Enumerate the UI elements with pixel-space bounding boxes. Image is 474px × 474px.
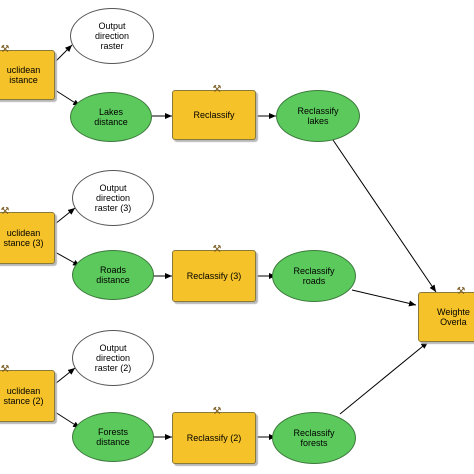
node-label: Roads distance: [96, 265, 130, 285]
weighted-overlay-tool[interactable]: ⚒ Weighte Overla: [418, 286, 474, 342]
output-direction-raster-1[interactable]: Output direction raster: [70, 8, 154, 64]
hammer-icon: ⚒: [0, 364, 10, 375]
edge-rroads-weighted: [351, 289, 417, 307]
node-label: uclidean stance (3): [3, 228, 44, 248]
node-label: Output direction raster (2): [94, 343, 132, 373]
node-label: Reclassify roads: [293, 266, 335, 286]
roads-distance-data[interactable]: Roads distance: [72, 250, 154, 300]
reclassify-lakes-data[interactable]: Reclassify lakes: [276, 90, 360, 142]
node-label: Forests distance: [96, 427, 130, 447]
node-label: Lakes distance: [94, 107, 128, 127]
euclidean-distance-tool-1[interactable]: ⚒ uclidean istance: [0, 44, 55, 100]
node-label: uclidean stance (2): [3, 386, 44, 406]
hammer-icon: ⚒: [0, 44, 10, 55]
reclassify-tool-1[interactable]: ⚒ Reclassify: [172, 84, 256, 140]
output-direction-raster-2[interactable]: Output direction raster (2): [72, 330, 154, 386]
node-label: Weighte Overla: [437, 307, 470, 327]
node-label: Reclassify: [193, 110, 235, 120]
reclassify-forests-data[interactable]: Reclassify forests: [272, 412, 356, 464]
reclassify-roads-data[interactable]: Reclassify roads: [272, 250, 356, 302]
node-label: Reclassify (3): [186, 271, 242, 281]
node-label: Reclassify (2): [186, 433, 242, 443]
node-label: Reclassify forests: [293, 428, 335, 448]
edge-euc3-out3: [54, 367, 76, 385]
reclassify-tool-2[interactable]: ⚒ Reclassify (2): [172, 406, 256, 464]
output-direction-raster-3[interactable]: Output direction raster (3): [72, 170, 154, 226]
lakes-distance-data[interactable]: Lakes distance: [70, 92, 152, 142]
hammer-icon: ⚒: [212, 406, 222, 417]
euclidean-distance-tool-2[interactable]: ⚒ uclidean stance (2): [0, 364, 55, 422]
euclidean-distance-tool-3[interactable]: ⚒ uclidean stance (3): [0, 206, 55, 264]
node-label: Output direction raster (3): [94, 183, 132, 213]
forests-distance-data[interactable]: Forests distance: [72, 412, 154, 462]
node-label: Reclassify lakes: [297, 106, 339, 126]
node-label: uclidean istance: [6, 65, 41, 85]
hammer-icon: ⚒: [456, 286, 466, 297]
reclassify-tool-3[interactable]: ⚒ Reclassify (3): [172, 244, 256, 302]
edge-euc1-out1: [54, 44, 73, 63]
edge-rforests-weighted: [339, 341, 429, 415]
hammer-icon: ⚒: [212, 84, 222, 95]
node-label: Output direction raster: [94, 21, 130, 51]
edge-euc2-out2: [54, 207, 76, 225]
edge-rlakes-weighted: [332, 139, 437, 293]
hammer-icon: ⚒: [0, 206, 10, 217]
hammer-icon: ⚒: [212, 244, 222, 255]
